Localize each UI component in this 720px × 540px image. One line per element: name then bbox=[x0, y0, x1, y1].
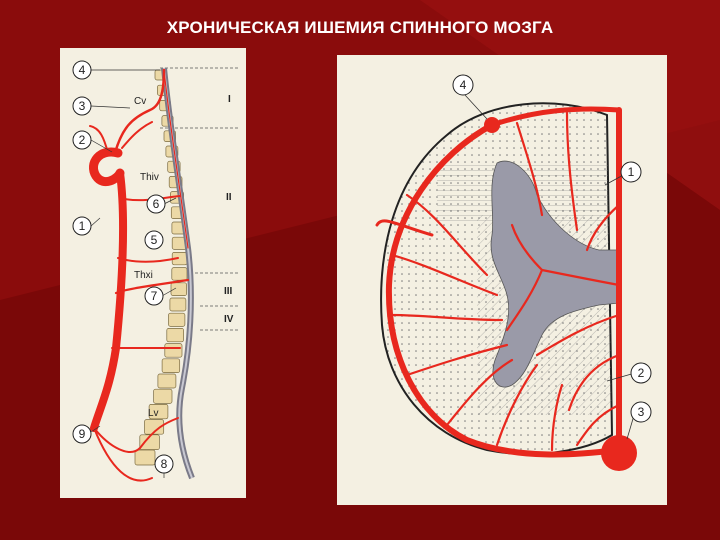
vertebra bbox=[135, 450, 155, 465]
svg-text:2: 2 bbox=[638, 366, 645, 380]
vertebra bbox=[162, 359, 180, 373]
vertebra bbox=[172, 268, 187, 281]
zone-i: I bbox=[228, 94, 231, 105]
slide-title: ХРОНИЧЕСКАЯ ИШЕМИЯ СПИННОГО МОЗГА bbox=[0, 18, 720, 38]
label-lv: Lv bbox=[148, 408, 159, 419]
vertebra bbox=[167, 328, 184, 341]
vertebra bbox=[154, 389, 172, 403]
svg-text:1: 1 bbox=[628, 165, 635, 179]
svg-text:6: 6 bbox=[153, 197, 160, 211]
svg-text:8: 8 bbox=[161, 457, 168, 471]
svg-text:4: 4 bbox=[79, 63, 86, 77]
cord-cross-section: 4 1 2 3 bbox=[337, 55, 667, 505]
spine-diagram: Cv Thiv Thxi Lv I II III IV 4 3 2 1 6 5 bbox=[60, 48, 246, 498]
svg-text:4: 4 bbox=[460, 78, 467, 92]
label-thxi: Thxi bbox=[134, 270, 153, 281]
svg-text:3: 3 bbox=[79, 99, 86, 113]
vertebra bbox=[158, 374, 176, 388]
zone-iv: IV bbox=[224, 314, 234, 325]
label-thiv: Thiv bbox=[140, 172, 159, 183]
zone-iii: III bbox=[224, 286, 233, 297]
label-cv: Cv bbox=[134, 96, 146, 107]
posterior-spinal-artery bbox=[484, 117, 500, 133]
svg-text:9: 9 bbox=[79, 427, 86, 441]
svg-text:1: 1 bbox=[79, 219, 86, 233]
vertebra bbox=[170, 298, 186, 311]
vertebra bbox=[165, 344, 182, 358]
zone-ii: II bbox=[226, 192, 232, 203]
svg-text:7: 7 bbox=[151, 289, 158, 303]
svg-text:3: 3 bbox=[638, 405, 645, 419]
svg-text:5: 5 bbox=[151, 233, 158, 247]
anterior-spinal-artery bbox=[601, 435, 637, 471]
svg-text:2: 2 bbox=[79, 133, 86, 147]
vertebra bbox=[169, 313, 185, 326]
